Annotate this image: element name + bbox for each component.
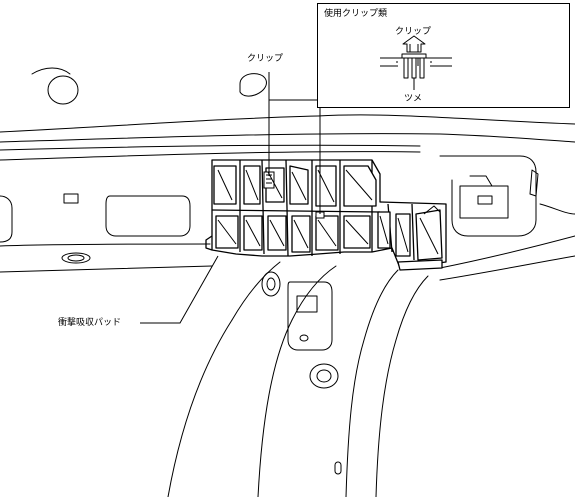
clip-label: クリップ [247,54,284,64]
upper-oval-hole [239,73,267,97]
lower-round-hole [309,363,339,389]
inset-title: 使用クリップ類 [324,9,388,19]
pad-leader [140,255,219,324]
pad-interior-lines [217,169,441,255]
left-panel-opening [105,195,191,237]
inset-clip-label: クリップ [395,27,432,37]
clip-types-inset: 使用クリップ類 クリップ ツメ [317,3,570,108]
inset-claw-label: ツメ [404,94,423,104]
roof-edge-line [0,115,319,133]
pillar-hole [261,271,281,297]
grommet [61,252,91,264]
clip-cross-section-icon [380,35,452,90]
shock-absorbing-pad [205,159,447,271]
pillar-bracket [287,281,333,351]
upper-round-hole [47,75,79,105]
shock-absorbing-pad-label: 衝撃吸収パッド [58,318,122,328]
leader-lines [140,72,321,324]
